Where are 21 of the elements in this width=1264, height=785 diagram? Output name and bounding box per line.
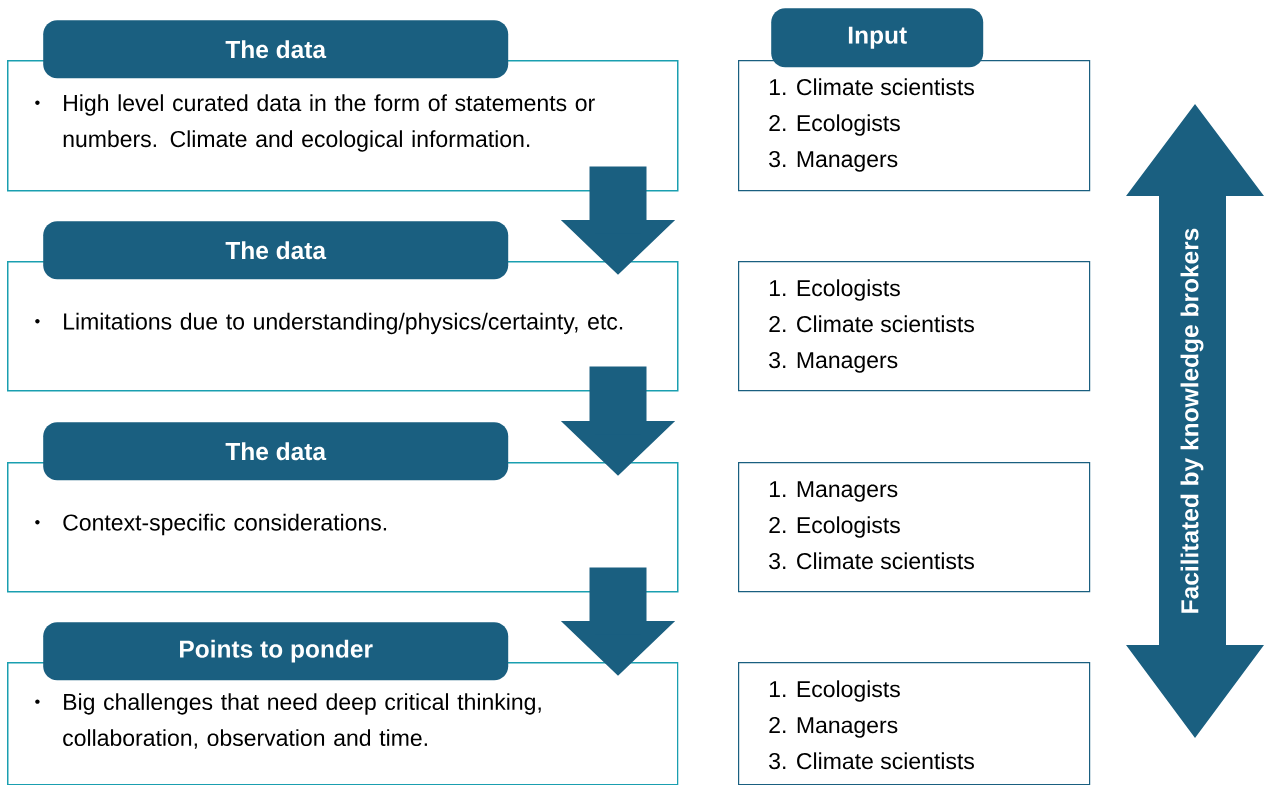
list-item: 2. Climate scientists [769,315,974,333]
header-pill: The data [43,20,509,79]
bullet-text: Context-specific considerations. [35,513,387,536]
list-item: 2. Managers [769,716,898,738]
header-pill: Points to ponder [43,622,509,681]
bullet-text: High level curated data in the form of statements or numbers. Climate and ecological information. [35,94,595,152]
list-item: 3. Managers [769,150,898,172]
header-pill: Input [771,8,984,68]
header-pill: The data [43,221,509,280]
list-item: 2. Ecologists [769,114,900,136]
list-item: 1. Ecologists [769,680,900,702]
list-item: 1. Climate scientists [769,78,974,96]
list-item: 3. Climate scientists [769,552,974,570]
list-item: 2. Ecologists [769,516,900,538]
bullet-text: Big challenges that need deep critical thinking, collaboration, observation and time. [35,693,541,749]
list-item: 1. Managers [769,481,898,502]
bullet-text: Limitations due to understanding/physics/certainty, etc. [35,312,623,335]
list-item: 3. Climate scientists [769,752,974,770]
header-pill: The data [43,422,509,481]
list-item: 1. Ecologists [769,279,900,301]
list-item: 3. Managers [769,351,898,373]
